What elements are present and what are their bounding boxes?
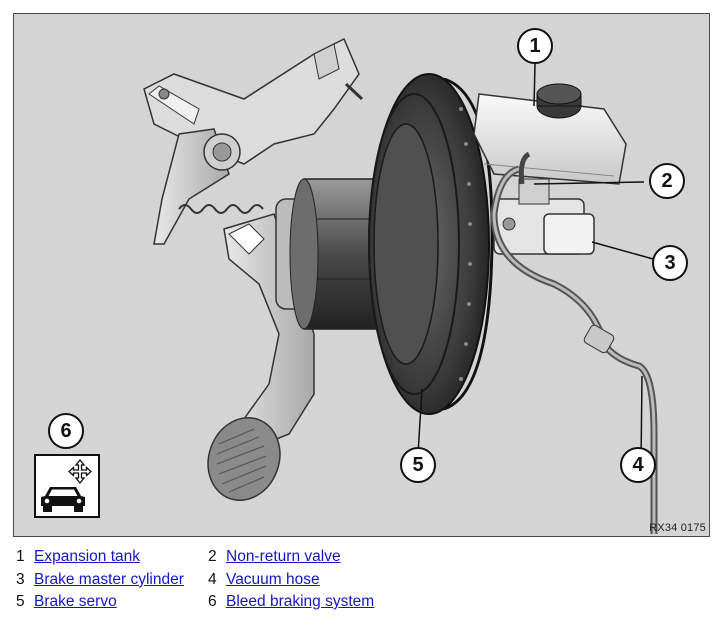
legend-number: 6 xyxy=(208,593,217,610)
callout-4: 4 xyxy=(620,447,656,483)
callout-6: 6 xyxy=(48,413,84,449)
legend: 1 Expansion tank 2 Non-return valve 3 Br… xyxy=(16,546,576,614)
expansion-tank-drawing xyxy=(473,83,627,185)
legend-row: 1 Expansion tank 2 Non-return valve xyxy=(16,546,576,569)
illustration-figure: 1 2 3 4 5 6 RX34 0175 xyxy=(13,13,710,537)
master-cylinder-drawing xyxy=(493,178,595,255)
bleed-braking-system-button[interactable] xyxy=(34,454,100,518)
pedal-lever xyxy=(153,128,241,245)
bleed-braking-system-link[interactable]: Bleed braking system xyxy=(226,593,375,610)
non-return-valve-link[interactable]: Non-return valve xyxy=(226,548,341,565)
legend-row: 5 Brake servo 6 Bleed braking system xyxy=(16,591,576,614)
brake-servo-drawing xyxy=(368,73,494,415)
callout-3: 3 xyxy=(652,245,688,281)
legend-number: 4 xyxy=(208,570,217,588)
brake-assembly-illustration xyxy=(143,37,665,534)
car-move-icon xyxy=(41,458,92,512)
return-spring xyxy=(178,204,264,214)
brake-master-cylinder-link[interactable]: Brake master cylinder xyxy=(34,570,184,588)
legend-row: 3 Brake master cylinder 4 Vacuum hose xyxy=(16,569,576,592)
image-reference-code: RX34 0175 xyxy=(649,522,706,534)
brake-servo-link[interactable]: Brake servo xyxy=(34,593,117,610)
callout-2: 2 xyxy=(649,163,685,199)
callout-5: 5 xyxy=(400,447,436,483)
legend-number: 5 xyxy=(16,593,25,610)
legend-number: 1 xyxy=(16,548,25,565)
legend-number: 3 xyxy=(16,570,25,588)
expansion-tank-link[interactable]: Expansion tank xyxy=(34,548,140,565)
legend-number: 2 xyxy=(208,548,217,565)
vacuum-hose-drawing xyxy=(490,151,658,534)
callout-1: 1 xyxy=(517,28,553,64)
vacuum-hose-link[interactable]: Vacuum hose xyxy=(226,570,320,588)
